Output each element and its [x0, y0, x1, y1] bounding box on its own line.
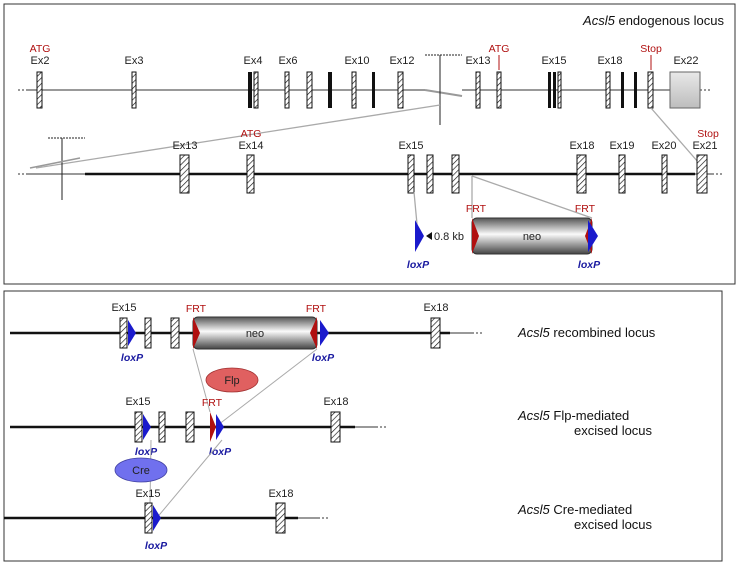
cre-label-ex15: Ex15: [135, 488, 160, 500]
exon-21: [647, 71, 654, 109]
exon-18-zoom: [576, 154, 587, 194]
stop-label-2: Stop: [697, 128, 719, 140]
svg-text:neo: neo: [246, 328, 264, 340]
label-ex4: Ex4: [244, 55, 263, 67]
cre-label: Cre: [132, 465, 150, 477]
flp-title-1: Acsl5 Flp-mediated: [517, 408, 629, 423]
row2-locus: Ex13 ATG Ex14 Ex15 Ex18 Ex19 Ex20 Stop E…: [18, 128, 722, 200]
rec-loxp-1: loxP: [121, 352, 144, 364]
row1-locus: ATG Ex2 Ex3 Ex4 Ex6 Ex10 Ex12 ATG Ex13 E…: [18, 43, 712, 125]
rec-label-ex18: Ex18: [423, 302, 448, 314]
flp-enzyme: [205, 367, 259, 393]
loxp-site-top-1: [415, 220, 424, 252]
exon-19: [621, 72, 624, 108]
exon-14-zoom: [246, 154, 255, 194]
exon-13: [475, 71, 481, 109]
exon-21-zoom: [696, 154, 708, 194]
atg-label-2: ATG: [489, 43, 510, 55]
label-ex6: Ex6: [279, 55, 298, 67]
flp-loxp-1: loxP: [135, 446, 158, 458]
exon-22: [669, 71, 701, 109]
loxp-label-top-2: loxP: [578, 259, 601, 271]
rec-frt-1: FRT: [186, 303, 207, 315]
rec-frt-2: FRT: [306, 303, 327, 315]
frt-label-top-2: FRT: [575, 203, 596, 215]
exon-18: [605, 71, 611, 109]
label-ex18: Ex18: [597, 55, 622, 67]
cre-enzyme: [114, 457, 168, 483]
exon-15a: [548, 72, 551, 108]
atg-label-1: ATG: [30, 43, 51, 55]
label-zoom-ex15: Ex15: [398, 140, 423, 152]
recombined-title: Acsl5 recombined locus: [517, 325, 656, 340]
label-ex12: Ex12: [389, 55, 414, 67]
exon-16-zoom: [426, 154, 434, 194]
exon-10: [351, 71, 357, 109]
flp-frt: FRT: [202, 397, 223, 409]
exon-4b: [253, 71, 259, 109]
flp-label-ex18: Ex18: [323, 396, 348, 408]
exon-20-zoom: [661, 154, 668, 194]
label-ex2: Ex2: [31, 55, 50, 67]
label-ex13: Ex13: [465, 55, 490, 67]
bottom-panel-frame: [3, 290, 723, 562]
label-zoom-ex14: Ex14: [238, 140, 263, 152]
exon-13-zoom: [179, 154, 190, 194]
exon-7: [306, 71, 313, 109]
frt-label-top-1: FRT: [466, 203, 487, 215]
top-panel-frame: [3, 3, 736, 285]
stop-label-1: Stop: [640, 43, 662, 55]
atg-label-3: ATG: [241, 128, 262, 140]
cre-loxp: loxP: [145, 540, 168, 552]
label-ex22: Ex22: [673, 55, 698, 67]
exon-15c: [557, 71, 562, 109]
exon-17-zoom: [451, 154, 460, 194]
distance-label: 0.8 kb: [434, 231, 464, 243]
exon-15-zoom: [407, 154, 415, 194]
label-zoom-ex21: Ex21: [692, 140, 717, 152]
cre-title-1: Acsl5 Cre-mediated: [517, 502, 632, 517]
flp-label-ex15: Ex15: [125, 396, 150, 408]
flp-title-2: excised locus: [574, 423, 653, 438]
flp-excised-locus: [10, 411, 386, 443]
exon-9: [328, 72, 332, 108]
label-zoom-ex18: Ex18: [569, 140, 594, 152]
rec-label-ex15: Ex15: [111, 302, 136, 314]
svg-text:neo: neo: [523, 231, 541, 243]
exon-11: [372, 72, 375, 108]
distance-arrow: [426, 232, 432, 240]
cre-title-2: excised locus: [574, 517, 653, 532]
rec-loxp-2: loxP: [312, 352, 335, 364]
exon-3: [131, 71, 137, 109]
neo-cassette-top: neo: [471, 217, 598, 255]
label-zoom-ex19: Ex19: [609, 140, 634, 152]
exon-12: [397, 71, 404, 109]
exon-4a: [248, 72, 252, 108]
flp-label: Flp: [224, 375, 239, 387]
exon-6: [284, 71, 290, 109]
label-zoom-ex20: Ex20: [651, 140, 676, 152]
exon-20: [634, 72, 637, 108]
exon-19-zoom: [618, 154, 626, 194]
exon-2: [36, 71, 43, 109]
cre-excised-locus: [4, 502, 328, 534]
label-zoom-ex13: Ex13: [172, 140, 197, 152]
label-ex10: Ex10: [344, 55, 369, 67]
exon-15b: [553, 72, 556, 108]
label-ex3: Ex3: [125, 55, 144, 67]
top-title: Acsl5 endogenous locus: [582, 13, 724, 28]
cre-label-ex18: Ex18: [268, 488, 293, 500]
exon-14: [496, 71, 502, 109]
label-ex15: Ex15: [541, 55, 566, 67]
loxp-label-top-1: loxP: [407, 259, 430, 271]
recombined-locus: neo: [10, 316, 482, 350]
